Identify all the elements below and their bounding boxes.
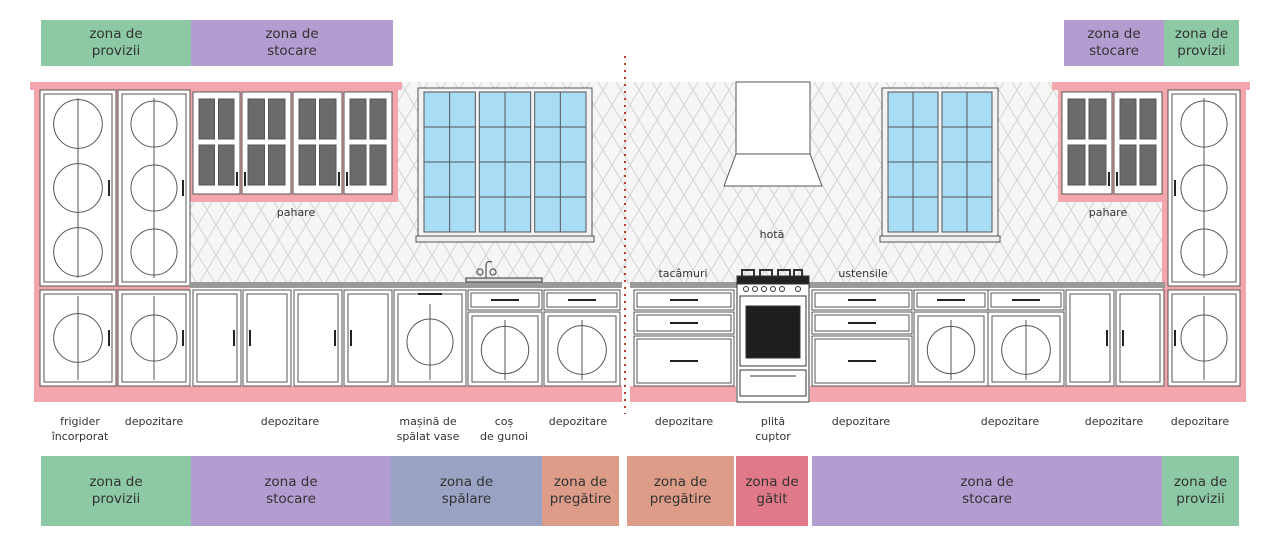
- stove-knob-icon: [761, 286, 767, 292]
- bottom-zone-provizii-left: zona de provizii: [41, 456, 191, 526]
- range-hood-icon: [723, 81, 823, 187]
- label-ustensile: ustensile: [838, 267, 888, 280]
- bottom-zone-stocare-left: zona de stocare: [191, 456, 391, 526]
- top-zone-provizii-right: zona de provizii: [1164, 20, 1239, 66]
- top-zone-provizii-left: zona de provizii: [41, 20, 191, 66]
- label-depozitare-4: depozitare: [654, 415, 714, 428]
- label-masina-spalat: mașină de spălat vase: [396, 415, 460, 443]
- bottom-zone-gatit: zona de gătit: [736, 456, 808, 526]
- label-tacamuri: tacâmuri: [658, 267, 708, 280]
- label-depozitare-7: depozitare: [1084, 415, 1144, 428]
- label-depozitare-8: depozitare: [1170, 415, 1230, 428]
- label-depozitare-6: depozitare: [980, 415, 1040, 428]
- bottom-zone-pregatire-left: zona de pregătire: [542, 456, 619, 526]
- faucet-icon: [465, 260, 543, 283]
- stove-knob-icon: [779, 286, 785, 292]
- label-depozitare-3: depozitare: [548, 415, 608, 428]
- bottom-zone-spalare: zona de spălare: [391, 456, 542, 526]
- stove-knob-icon: [743, 286, 749, 292]
- label-depozitare-5: depozitare: [831, 415, 891, 428]
- label-hota: hotă: [759, 228, 785, 241]
- bottom-zone-pregatire-right: zona de pregătire: [627, 456, 734, 526]
- stove-knob-icon: [770, 286, 776, 292]
- top-zone-stocare-left: zona de stocare: [191, 20, 393, 66]
- stove-knob-icon: [752, 286, 758, 292]
- stove-icon: [736, 269, 810, 403]
- label-pahare-left: pahare: [276, 206, 316, 219]
- label-plita-cuptor: plită cuptor: [755, 415, 791, 443]
- bottom-zone-provizii-right: zona de provizii: [1162, 456, 1239, 526]
- top-zone-stocare-right: zona de stocare: [1064, 20, 1164, 66]
- countertop-left: [190, 282, 622, 288]
- label-pahare-right: pahare: [1088, 206, 1128, 219]
- countertop-right: [630, 282, 1165, 288]
- stove-knob-icon: [795, 286, 801, 292]
- label-depozitare-2: depozitare: [260, 415, 320, 428]
- label-frigider: frigider încorporat: [51, 415, 109, 443]
- bottom-zone-stocare-right: zona de stocare: [812, 456, 1162, 526]
- label-depozitare-1: depozitare: [124, 415, 184, 428]
- label-cos-gunoi: coș de gunoi: [480, 415, 528, 443]
